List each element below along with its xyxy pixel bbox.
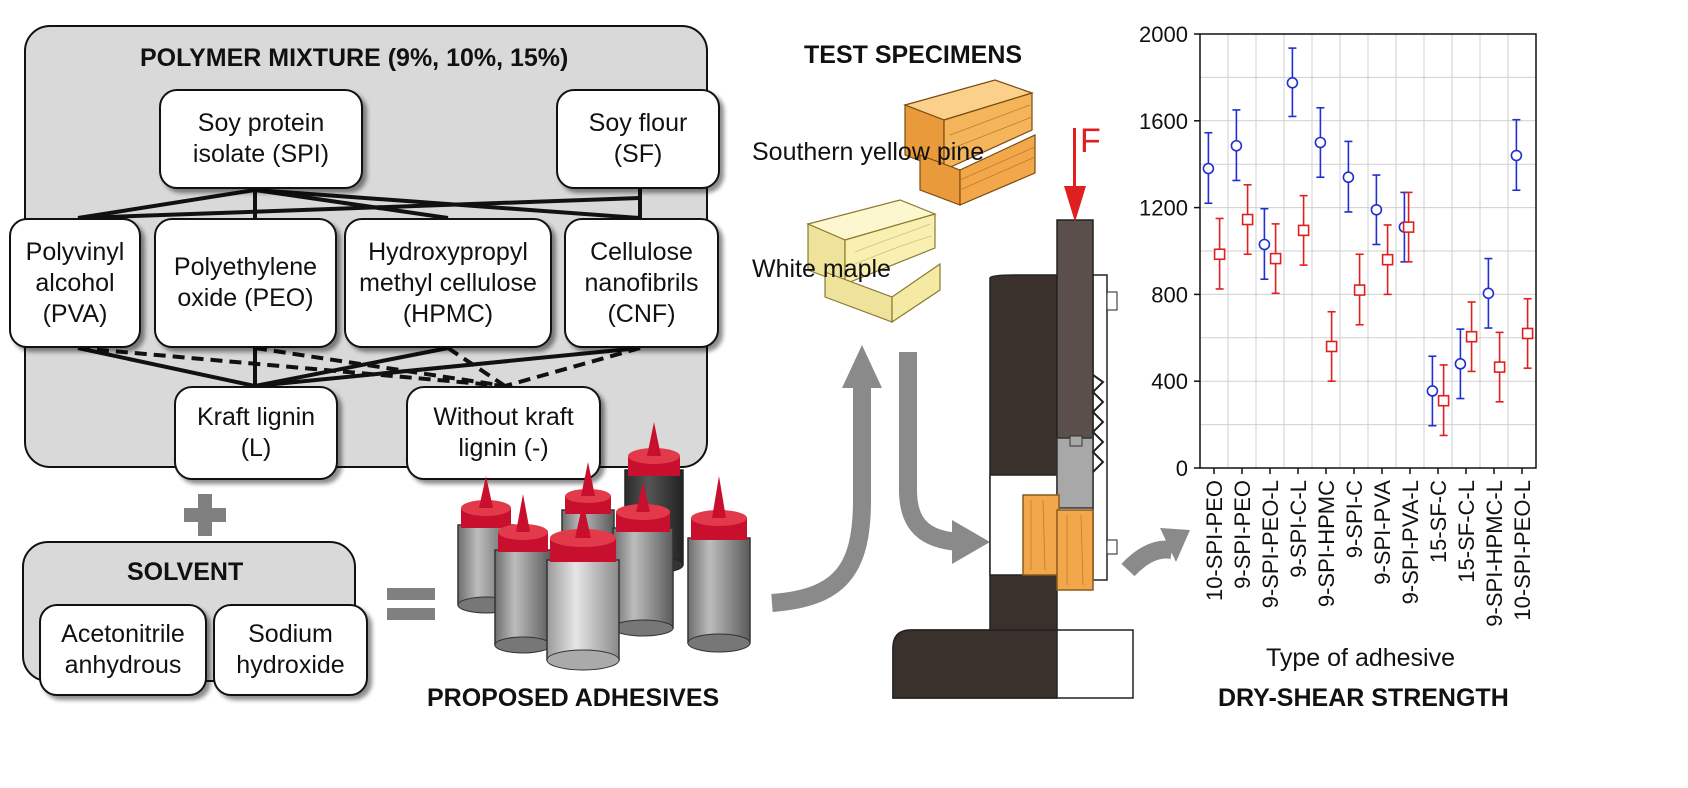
x-tick-label: 9-SPI-C-L [1286,480,1311,578]
cnf-box: Cellulose nanofibrils (CNF) [564,218,719,348]
data-point-square [1402,221,1415,233]
data-point-circle [1202,162,1215,175]
data-point-circle [1230,139,1243,152]
data-point-circle [1286,77,1299,89]
sf-box: Soy flour (SF) [556,89,720,189]
test-specimens-title: TEST SPECIMENS [804,41,1023,69]
x-tick-label: 15-SF-C-L [1454,480,1479,583]
data-point-square [1269,252,1282,265]
pine-specimen-illustration [903,79,1036,206]
data-point-square [1297,224,1310,237]
data-point-square [1213,248,1226,261]
equals-operator-icon [387,588,435,620]
maple-label: White maple [752,255,891,283]
x-tick-label: 9-SPI-PVA [1370,480,1395,585]
peo-box: Polyethylene oxide (PEO) [154,218,337,348]
proposed-adhesives-caption: PROPOSED ADHESIVES [427,684,720,712]
y-tick-label: 400 [1151,369,1188,394]
x-tick-label: 9-SPI-PEO-L [1258,480,1283,608]
data-point-circle [1314,136,1327,149]
solvent-title: SOLVENT [127,558,244,586]
spi-box: Soy protein isolate (SPI) [159,89,363,189]
plot-frame [1199,33,1537,469]
chart-subtitle: DRY-SHEAR STRENGTH [1218,684,1509,712]
plus-operator-icon [184,494,226,536]
kraft-lignin-box: Kraft lignin (L) [174,386,338,480]
pine-label: Southern yellow pine [752,138,985,166]
data-point-square [1381,253,1394,266]
x-tick-label: 10-SPI-PEO-L [1510,480,1535,621]
pva-box: Polyvinyl alcohol (PVA) [9,218,141,348]
x-tick-label: 9-SPI-C [1342,480,1367,558]
y-tick-label: 1600 [1139,109,1188,134]
data-point-square [1325,340,1338,353]
arrow-to-chart-icon [1121,540,1174,577]
data-point-circle [1342,171,1355,184]
polymer-mixture-title: POLYMER MIXTURE (9%, 10%, 15%) [140,44,569,72]
data-point-square [1521,327,1534,340]
force-label: F [1080,122,1101,160]
x-tick-label: 9-SPI-PEO [1230,480,1255,589]
naoh-box: Sodium hydroxide [213,604,368,696]
y-tick-label: 2000 [1139,22,1188,47]
x-tick-label: 9-SPI-HPMC [1314,480,1339,607]
data-point-square [1353,284,1366,296]
data-point-circle [1426,385,1439,397]
data-point-square [1241,213,1254,226]
y-tick-label: 0 [1176,456,1188,481]
x-tick-label: 9-SPI-PVA-L [1398,480,1423,604]
acetonitrile-box: Acetonitrile anhydrous [39,604,207,696]
maple-specimen-illustration [806,199,941,324]
hpmc-box: Hydroxypropyl methyl cellulose (HPMC) [344,218,552,348]
data-point-circle [1370,203,1383,216]
x-tick-label: 9-SPI-HPMC-L [1482,480,1507,627]
x-tick-label: 15-SF-C [1426,480,1451,563]
data-point-circle [1454,358,1467,370]
y-tick-label: 1200 [1139,196,1188,221]
y-tick-label: 800 [1151,282,1188,307]
data-point-square [1437,394,1450,407]
chart-xlabel: Type of adhesive [1266,644,1456,672]
data-point-circle [1482,287,1495,300]
data-point-square [1465,330,1478,343]
x-tick-label: 10-SPI-PEO [1202,480,1227,601]
data-point-circle [1510,149,1523,162]
data-point-circle [1258,238,1271,251]
arrow-up-icon [771,385,871,612]
without-lignin-box: Without kraft lignin (-) [406,386,601,480]
force-arrow-icon [1064,128,1086,222]
arrow-down-icon [899,352,961,551]
shear-test-rig-illustration [892,219,1134,699]
adhesive-bottles-illustration [457,422,751,671]
data-point-square [1493,361,1506,373]
